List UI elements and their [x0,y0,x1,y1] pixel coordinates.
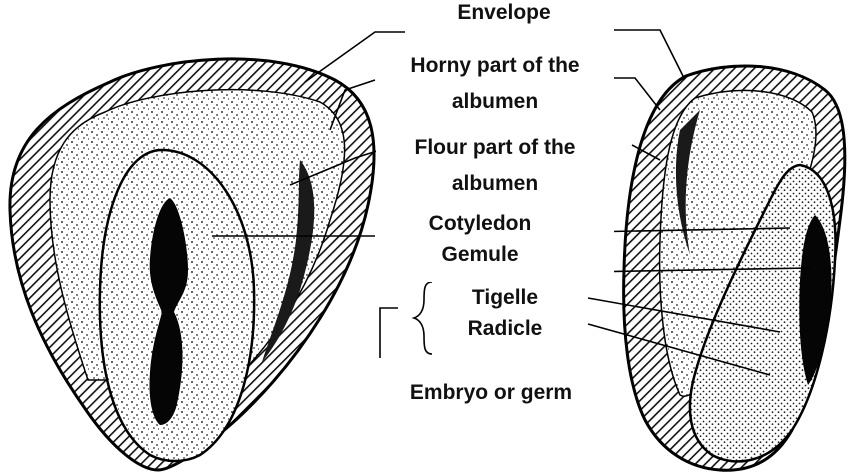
label-cotyledon: Cotyledon [380,212,580,236]
left-kernel [10,59,374,470]
embryo-brace [414,282,432,354]
label-tigelle: Tigelle [450,286,560,310]
label-radicle: Radicle [450,317,560,341]
label-embryo: Embryo or germ [380,381,602,405]
embryo-bracket [380,308,398,358]
right-kernel [624,66,845,470]
label-horny-line2: albumen [390,90,600,114]
label-flour-line2: albumen [390,172,600,196]
panel-bottom [318,424,618,473]
label-gemule: Gemule [380,243,580,267]
leader-envelope-right [614,30,684,78]
label-horny-line1: Horny part of the [390,54,600,78]
label-flour-line1: Flour part of the [390,136,600,160]
label-envelope: Envelope [410,1,598,25]
